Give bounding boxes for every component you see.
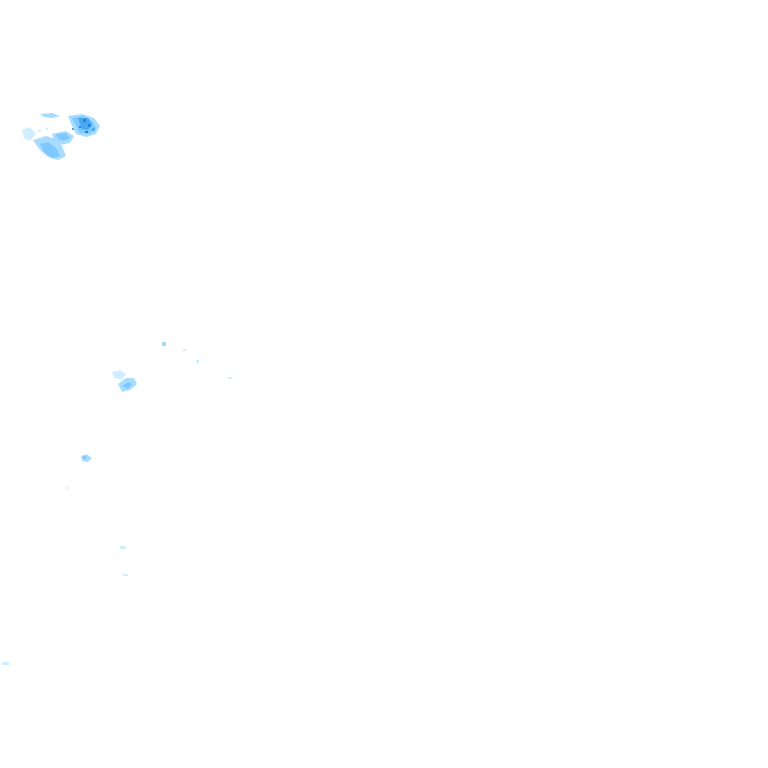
precip-cell xyxy=(56,133,70,141)
precip-cell xyxy=(40,142,60,158)
precip-pixel xyxy=(162,342,166,346)
precip-cluster-north xyxy=(22,113,100,160)
precip-cell xyxy=(40,113,60,118)
precip-pixel xyxy=(46,128,48,130)
precip-pixel xyxy=(183,349,186,351)
precip-cluster-central xyxy=(112,342,232,392)
precip-pixel xyxy=(66,487,68,489)
precip-pixel xyxy=(79,126,81,128)
precip-pixel xyxy=(92,128,95,131)
precip-pixel xyxy=(120,546,126,549)
precip-pixel xyxy=(83,119,86,122)
precip-cluster-south xyxy=(2,454,128,665)
precip-pixel xyxy=(88,124,91,127)
precip-pixel xyxy=(85,131,88,133)
precip-pixel xyxy=(83,456,86,459)
precip-pixel xyxy=(2,662,9,665)
precip-pixel xyxy=(38,130,41,132)
precip-cell xyxy=(112,370,126,380)
precip-cell xyxy=(22,127,36,141)
precip-cell xyxy=(122,382,132,389)
precip-pixel xyxy=(123,574,128,576)
precip-pixel xyxy=(72,128,74,130)
precip-pixel xyxy=(196,360,199,363)
precip-pixel xyxy=(228,377,232,379)
